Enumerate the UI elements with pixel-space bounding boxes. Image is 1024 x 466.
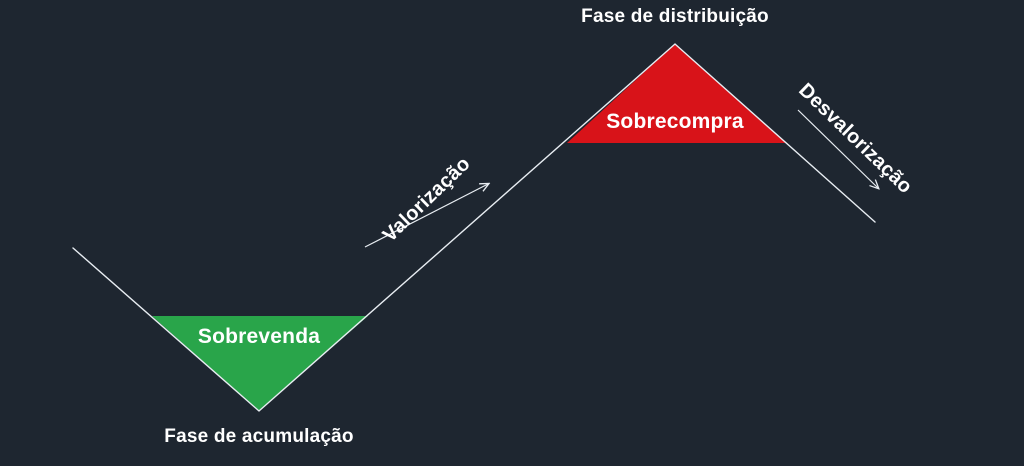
distribution-phase-label: Fase de distribuição <box>581 6 769 27</box>
overbought-zone-triangle <box>567 44 786 143</box>
overbought-label: Sobrecompra <box>606 110 744 133</box>
appreciation-arrow <box>364 184 488 248</box>
depreciation-arrow <box>797 109 878 188</box>
oversold-zone-triangle <box>152 316 368 411</box>
oversold-label: Sobrevenda <box>197 325 321 348</box>
accumulation-phase-label: Fase de acumulação <box>164 426 354 447</box>
price-path-line <box>72 43 876 412</box>
